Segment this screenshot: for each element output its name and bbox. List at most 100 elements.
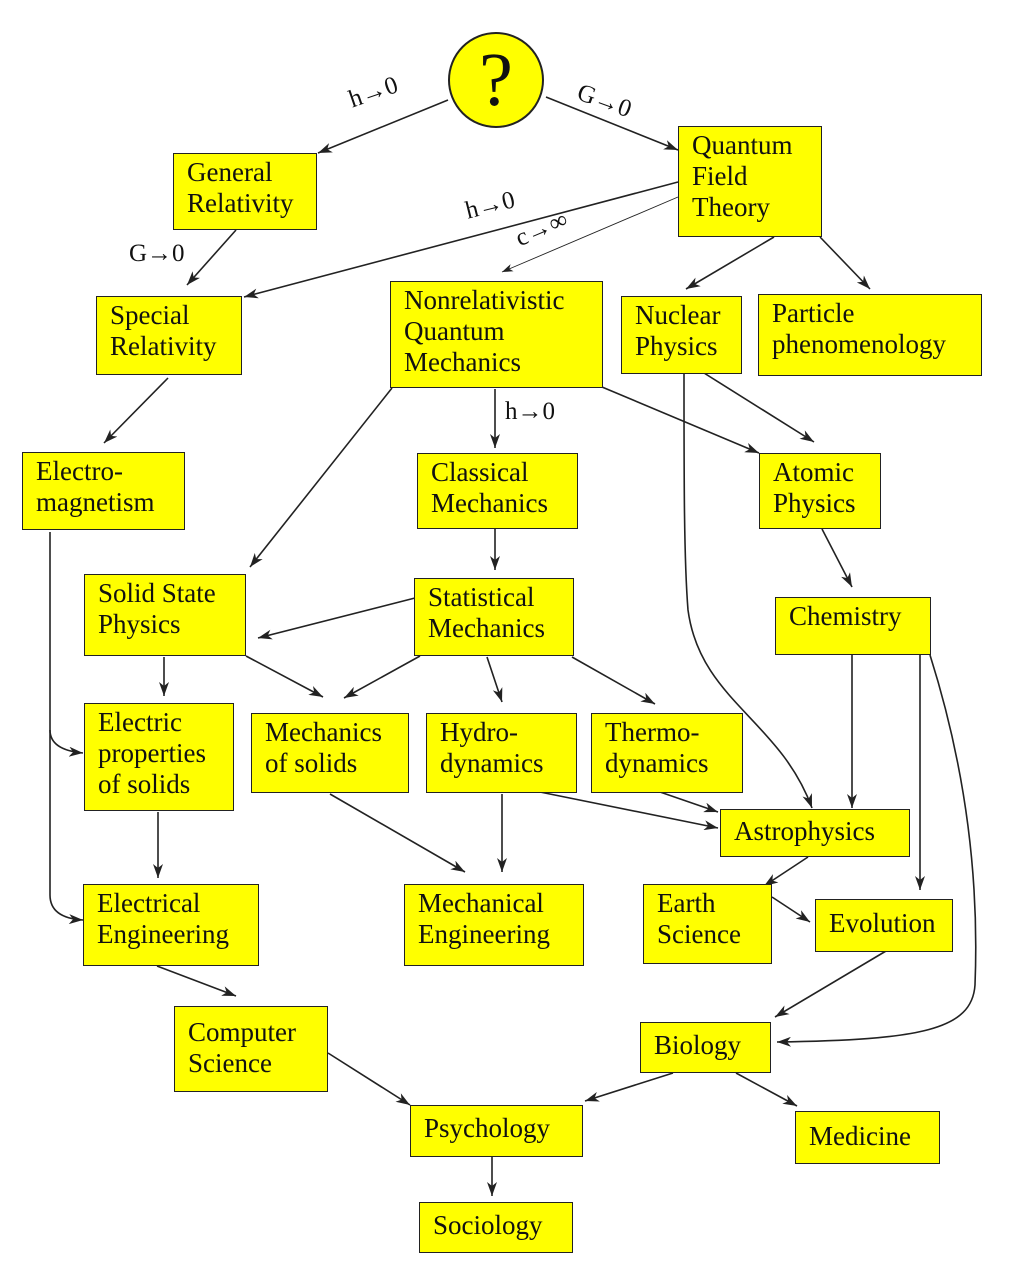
node-electromagnetism: Electro-magnetism [22,452,185,530]
node-chemistry: Chemistry [775,597,931,655]
node-label-line: Physics [98,609,181,639]
node-label-line: Thermo- [605,717,700,747]
edge-cs-psych [327,1052,411,1106]
node-biology: Biology [640,1022,771,1073]
node-label-line: Engineering [418,919,550,949]
edge-hydro-astro [534,790,719,831]
node-label-line: Evolution [829,908,936,938]
node-label-line: Science [188,1048,272,1078]
edge-nrqm-atomic [601,386,760,454]
edge-nuclear-astro [683,373,813,809]
edge-stat-ssp [257,597,416,640]
node-label-line: Electro- [36,456,123,486]
node-astrophysics: Astrophysics [720,809,910,857]
edge-thermo-astro [659,791,719,813]
node-evolution: Evolution [815,899,953,952]
edge-atomic-chem [821,528,853,588]
edge-mos-me [329,793,466,873]
node-label-line: Particle [772,298,855,328]
node-label-line: Physics [773,488,856,518]
node-label-line: Quantum [692,130,793,160]
edge-stat-thermo [571,656,656,705]
node-label-line: Quantum [404,316,505,346]
edge-qft-nrqm [501,196,679,273]
edge-biology-medicine [735,1072,798,1107]
node-label-line: dynamics [440,748,544,778]
edge-qft-nuclear [685,236,775,290]
edge-nrqm-ssp [249,387,393,568]
node-label-line: Earth [657,888,716,918]
node-label-line: Computer [188,1017,296,1047]
edge-earth-evolution [771,896,811,923]
edge-label-gr-sr: G→0 [129,240,185,267]
node-hydrodynamics: Hydro-dynamics [426,713,577,793]
node-label-line: Chemistry [789,601,902,631]
node-label-line: Field [692,161,748,191]
node-psychology: Psychology [410,1105,583,1157]
node-label-line: Nonrelativistic [404,285,565,315]
node-label-line: properties [98,738,206,768]
edge-em-eps [49,532,84,757]
node-label-line: Statistical [428,582,535,612]
node-label-line: Electric [98,707,182,737]
node-label-line: Atomic [773,457,854,487]
node-label-line: dynamics [605,748,709,778]
edge-gr-sr [186,229,237,286]
edge-stat-mos [343,655,421,699]
node-medicine: Medicine [795,1111,940,1164]
node-label-line: Hydro- [440,717,518,747]
node-label-line: Mechanics [265,717,382,747]
edge-chem-biology [776,654,977,1047]
edge-label-nrqm-cm: h→0 [505,398,555,425]
edge-stat-hydro [486,656,503,703]
edge-ee-cs [156,965,237,997]
node-label-line: of solids [265,748,358,778]
node-label-line: Astrophysics [734,816,875,846]
node-label-line: Relativity [110,331,217,361]
edge-qft-particle [819,236,871,290]
edge-root-gr [317,99,449,154]
edge-evolution-biology [774,950,887,1018]
node-label-line: Medicine [809,1121,911,1151]
node-label-line: Mechanics [431,488,548,518]
node-label-line: Solid State [98,578,216,608]
node-label-line: Electrical [97,888,201,918]
node-label-line: Classical [431,457,529,487]
node-label-line: Special [110,300,190,330]
node-label-line: Biology [654,1030,742,1060]
edge-em-ee [49,730,84,925]
edge-ssp-mos [245,655,324,698]
node-label-line: Nuclear [635,300,721,330]
node-label-line: Relativity [187,188,294,218]
unknown-theory-node: ? [448,32,544,128]
node-label-line: of solids [98,769,191,799]
node-label-line: Psychology [424,1113,551,1143]
edge-qft-sr [243,181,679,299]
edge-biology-psych [584,1072,674,1102]
node-label-line: Engineering [97,919,229,949]
node-label-line: Mechanics [404,347,521,377]
node-label-line: Science [657,919,741,949]
node-label-line: Physics [635,331,718,361]
node-thermodynamics: Thermo-dynamics [591,713,743,793]
node-label-line: Mechanical [418,888,544,918]
node-label-line: General [187,157,273,187]
node-sociology: Sociology [419,1202,573,1253]
